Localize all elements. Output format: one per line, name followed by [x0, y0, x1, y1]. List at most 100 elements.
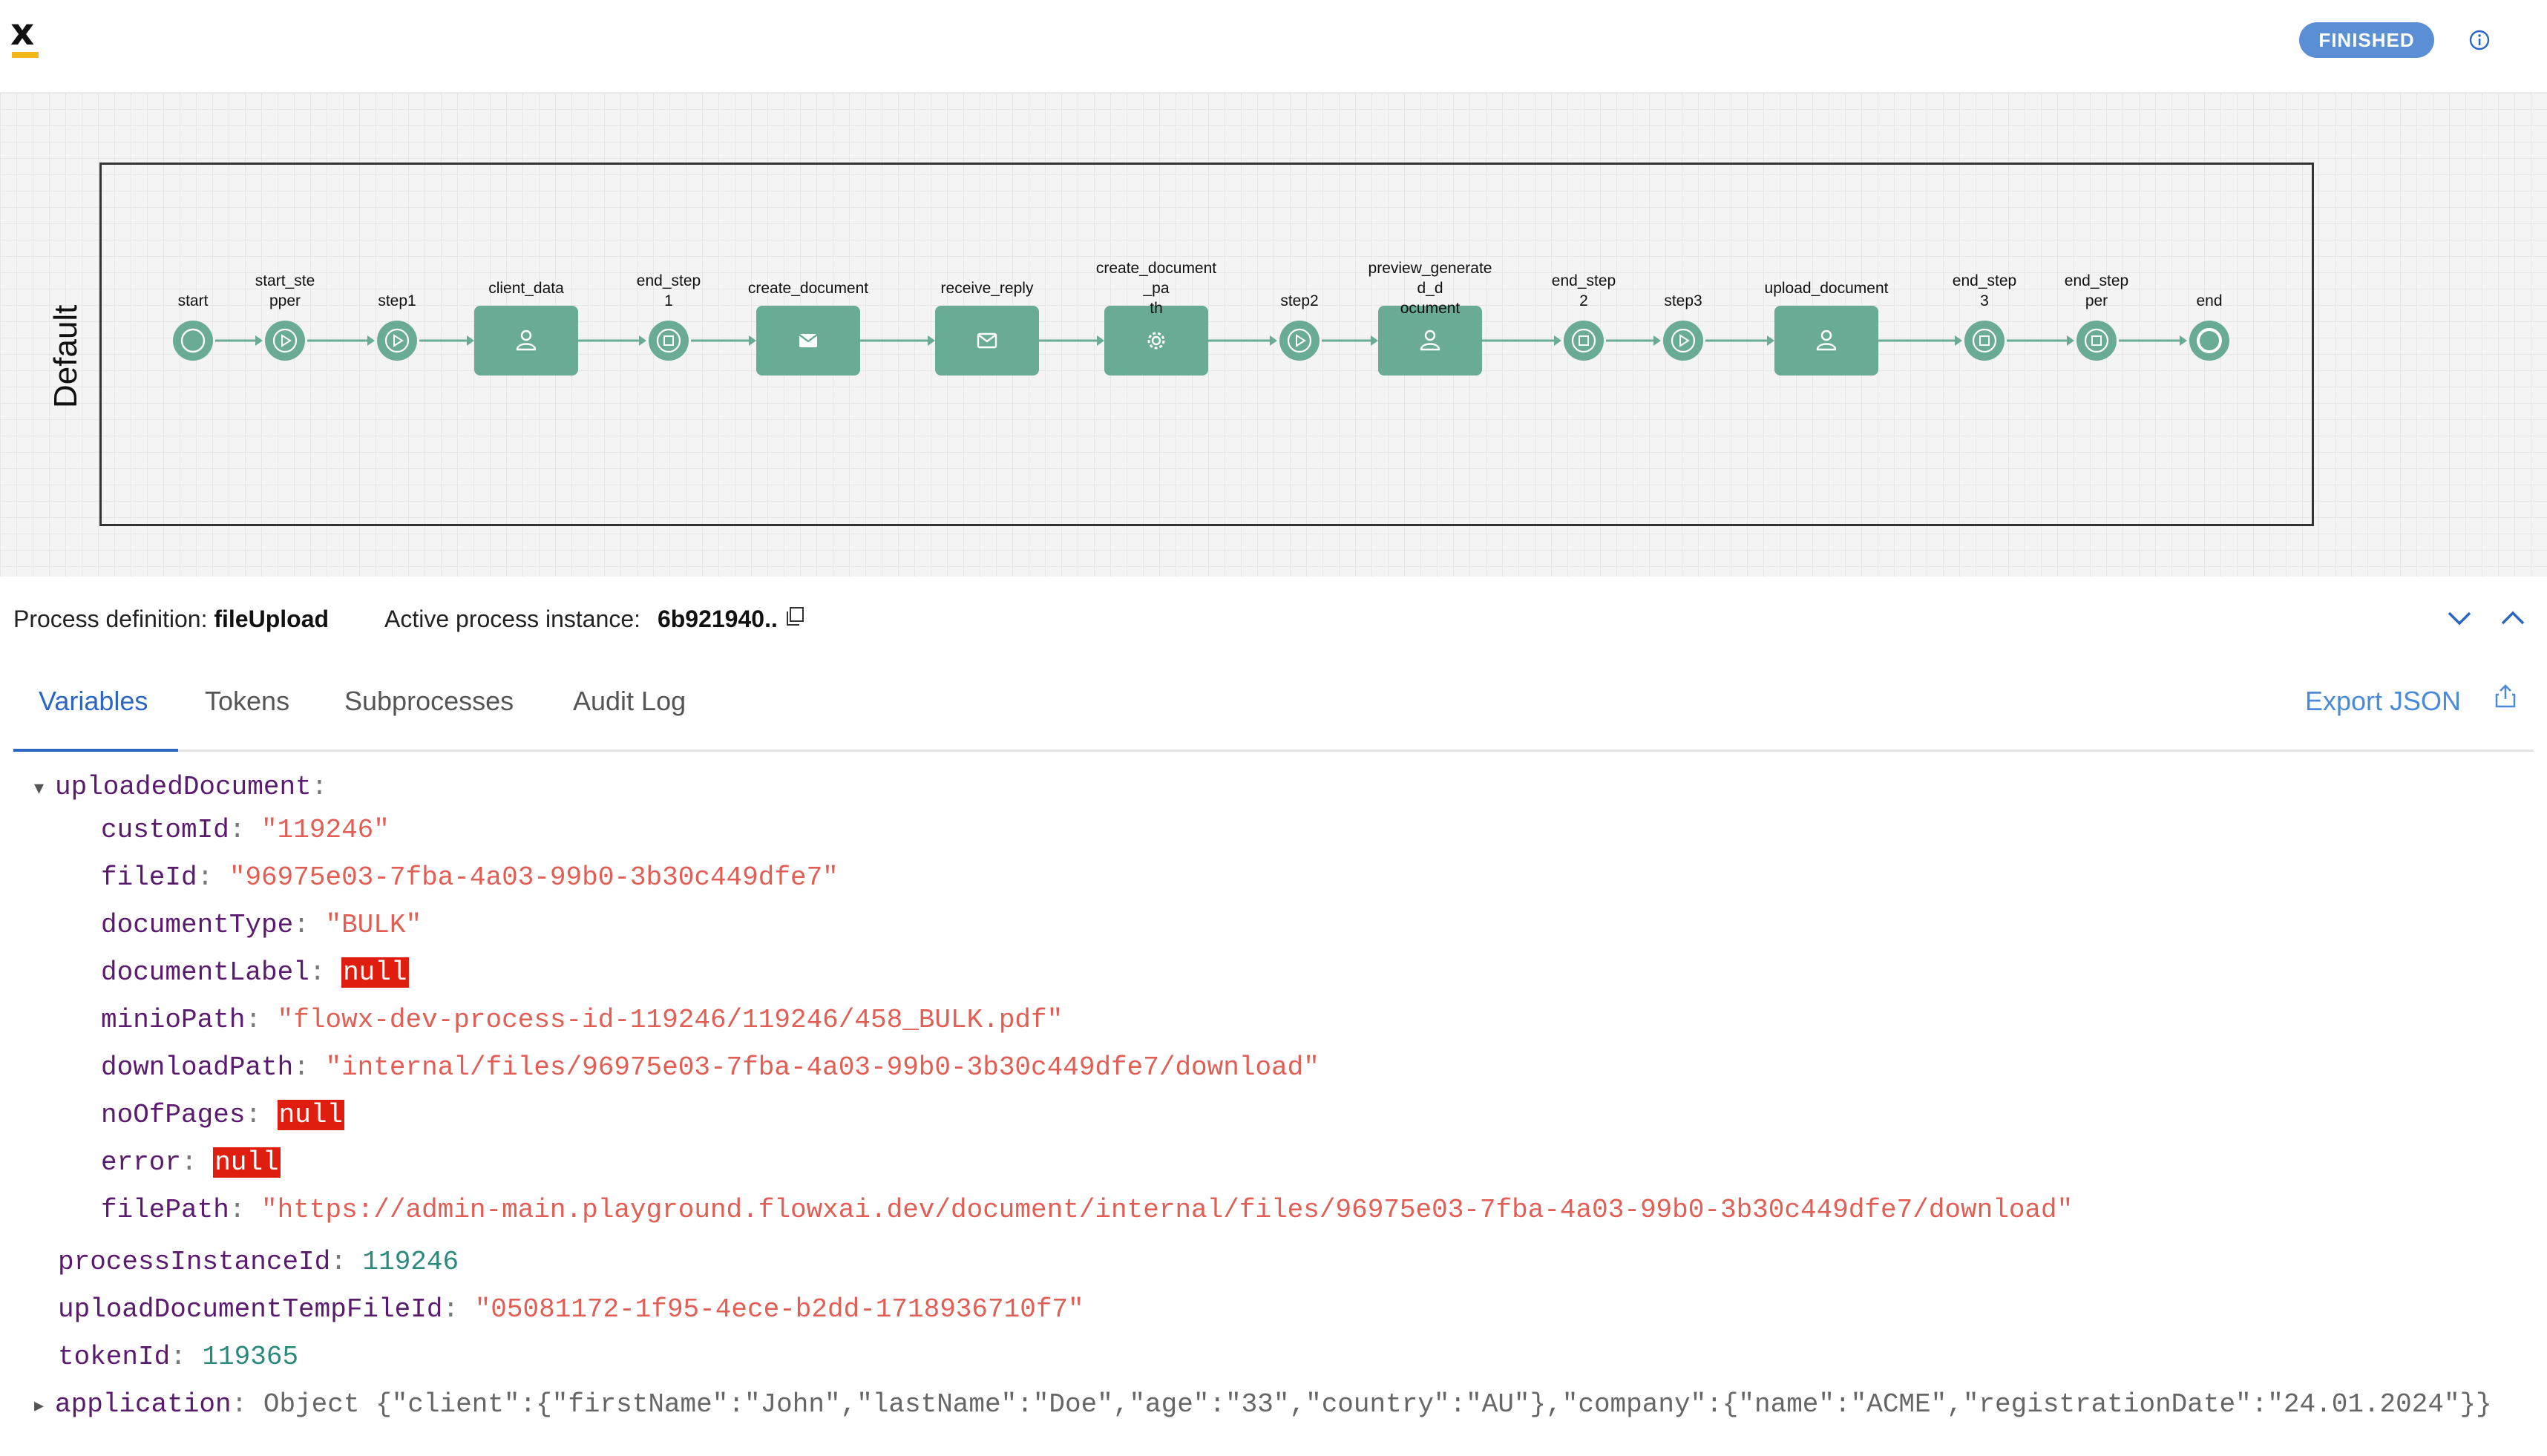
user-task-icon — [1420, 329, 1440, 351]
flow-arrow — [1955, 335, 1962, 346]
sequence-flows — [215, 335, 2187, 346]
bpmn-node-label: receive_reply — [940, 280, 1034, 297]
intermediate-event-icon — [377, 321, 417, 361]
copy-icon[interactable] — [784, 606, 806, 628]
active-tab-indicator — [13, 749, 178, 752]
user-task-icon — [516, 329, 537, 351]
process-definition-label: Process definition: — [13, 606, 208, 632]
bpmn-node-step3[interactable] — [1661, 318, 1705, 363]
chevron-down-icon[interactable] — [2445, 607, 2474, 629]
tab-audit-log[interactable]: Audit Log — [573, 686, 686, 716]
bpmn-node-end_step1[interactable] — [646, 318, 691, 363]
bpmn-node-step2[interactable] — [1277, 318, 1322, 363]
bpmn-node-label: step3 — [1664, 292, 1702, 309]
flow-arrow — [749, 335, 756, 346]
tree-row: documentLabel: null — [101, 957, 409, 988]
active-instance-label: Active process instance: — [384, 606, 641, 632]
flow-arrow — [1554, 335, 1561, 346]
process-definition: Process definition: fileUpload — [13, 606, 329, 633]
details-tabs: Variables Tokens Subprocesses Audit Log … — [13, 668, 2534, 752]
bpmn-node-end_step3[interactable] — [1962, 318, 2007, 363]
bpmn-node-end_step2[interactable] — [1561, 318, 1606, 363]
bpmn-node-label: client_data — [488, 280, 564, 297]
bpmn-node-end_stepper[interactable] — [2074, 318, 2119, 363]
bpmn-node-start_stepper[interactable] — [263, 318, 307, 363]
flow-arrow — [1270, 335, 1277, 346]
chevron-up-icon[interactable] — [2498, 607, 2528, 629]
flow-arrow — [1371, 335, 1378, 346]
bpmn-node-upload_document[interactable] — [1774, 306, 1878, 376]
export-json-button[interactable]: Export JSON — [2305, 686, 2462, 716]
user-task-icon — [1816, 329, 1837, 351]
tree-row-uploaded-document[interactable]: ▾uploadedDocument: — [34, 772, 328, 802]
active-instance-value[interactable]: 6b921940.. — [657, 606, 778, 632]
bpmn-node-start[interactable] — [171, 318, 215, 363]
bpmn-node-label: end — [2196, 292, 2223, 309]
collapse-arrow-icon[interactable]: ▾ — [34, 777, 45, 799]
share-export-icon[interactable] — [2491, 681, 2520, 711]
flow-arrow — [255, 335, 263, 346]
flowx-logo-icon[interactable]: x — [10, 13, 40, 59]
info-circle-icon[interactable] — [2468, 28, 2491, 52]
process-definition-value: fileUpload — [214, 606, 330, 632]
tree-row: uploadDocumentTempFileId: "05081172-1f95… — [58, 1294, 1084, 1325]
tree-row-application[interactable]: ▸application: Object {"client":{"firstNa… — [34, 1389, 2492, 1420]
expand-arrow-icon[interactable]: ▸ — [34, 1394, 45, 1417]
tree-row: noOfPages: null — [101, 1100, 345, 1130]
flow-arrow — [1767, 335, 1774, 346]
bpmn-node-step1[interactable] — [375, 318, 419, 363]
process-info-bar: Process definition: fileUpload Active pr… — [0, 586, 2547, 655]
intermediate-event-icon — [2076, 321, 2117, 361]
tab-tokens[interactable]: Tokens — [205, 686, 290, 716]
swimlane — [99, 163, 2314, 526]
flow-arrow — [2180, 335, 2187, 346]
service-task-icon — [1147, 332, 1165, 350]
intermediate-event-icon — [1279, 321, 1320, 361]
tree-row: documentType: "BULK" — [101, 910, 422, 940]
flow-arrow — [1653, 335, 1661, 346]
bpmn-node-preview_generated_document[interactable] — [1378, 306, 1482, 376]
bpmn-node-create_document_path[interactable] — [1104, 306, 1208, 376]
tree-row: fileId: "96975e03-7fba-4a03-99b0-3b30c44… — [101, 862, 839, 893]
tree-row: customId: "119246" — [101, 815, 390, 845]
status-badge: FINISHED — [2299, 22, 2434, 58]
active-process-instance: Active process instance: 6b921940.. — [384, 606, 778, 633]
tree-row: processInstanceId: 119246 — [58, 1247, 459, 1277]
flow-arrow — [2067, 335, 2074, 346]
intermediate-event-icon — [265, 321, 305, 361]
intermediate-event-icon — [1964, 321, 2005, 361]
bpmn-node-label: start — [177, 292, 209, 309]
bpmn-node-label: step2 — [1280, 292, 1319, 309]
end-event-icon — [2189, 321, 2229, 361]
tree-row: minioPath: "flowx-dev-process-id-119246/… — [101, 1005, 1063, 1035]
intermediate-event-icon — [649, 321, 689, 361]
flow-arrow — [1097, 335, 1104, 346]
intermediate-event-icon — [1663, 321, 1703, 361]
tab-variables[interactable]: Variables — [39, 686, 148, 716]
bpmn-node-create_document[interactable] — [756, 306, 860, 376]
bpmn-node-client_data[interactable] — [474, 306, 578, 376]
send-task-icon — [799, 334, 818, 347]
bpmn-node-label: step1 — [378, 292, 416, 309]
tree-row: error: null — [101, 1147, 281, 1178]
tab-subprocesses[interactable]: Subprocesses — [344, 686, 514, 716]
app-header: x FINISHED — [0, 0, 2547, 93]
tree-row: tokenId: 119365 — [58, 1342, 299, 1372]
tree-row: downloadPath: "internal/files/96975e03-7… — [101, 1052, 1320, 1083]
bpmn-node-label: upload_document — [1764, 280, 1889, 297]
bpmn-node-end[interactable] — [2187, 318, 2232, 363]
start-event-icon — [173, 321, 213, 361]
flow-arrow — [928, 335, 935, 346]
flow-arrow — [467, 335, 474, 346]
bpmn-node-receive_reply[interactable] — [935, 306, 1039, 376]
bpmn-node-label: create_document — [747, 280, 869, 297]
tree-row: filePath: "https://admin-main.playground… — [101, 1195, 2074, 1225]
